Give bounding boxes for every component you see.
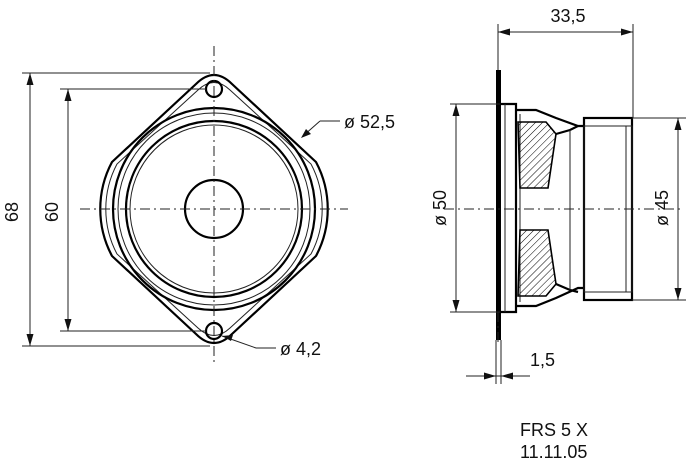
label-flange-1-5: 1,5 <box>530 350 555 370</box>
front-view <box>22 46 348 362</box>
label-height-68: 68 <box>2 202 22 222</box>
label-diameter-52-5: ø 52,5 <box>344 112 395 132</box>
label-depth-33-5: 33,5 <box>550 6 585 26</box>
side-basket-window-bottom <box>517 229 557 297</box>
side-view <box>444 24 686 384</box>
caption-date: 11.11.05 <box>520 442 587 462</box>
side-flange-plate <box>496 70 501 340</box>
label-height-60: 60 <box>42 202 62 222</box>
front-frame-inner <box>105 82 323 336</box>
side-basket-window-top <box>517 121 557 189</box>
side-basket <box>516 108 584 308</box>
caption-model: FRS 5 X <box>520 420 588 440</box>
label-diameter-4-2: ø 4,2 <box>280 339 321 359</box>
label-diameter-45: ø 45 <box>652 190 672 226</box>
side-frame-body <box>501 102 518 314</box>
label-diameter-50: ø 50 <box>430 190 450 226</box>
front-frame-outline <box>99 73 329 345</box>
